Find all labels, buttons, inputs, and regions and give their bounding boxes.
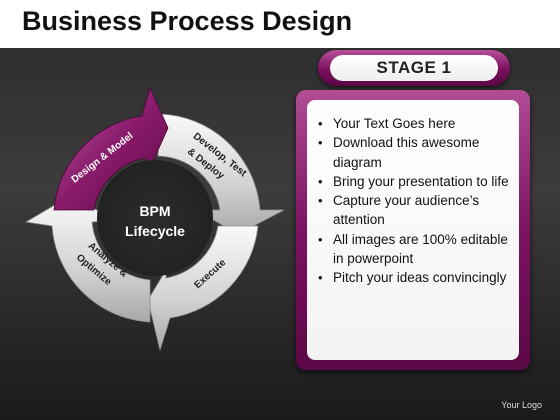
page-title: Business Process Design — [22, 6, 353, 36]
bullet-list: • Your Text Goes here • Download this awes… — [313, 114, 519, 288]
bullet-item: • Pitch your ideas convincingly — [313, 268, 519, 287]
cycle-center — [97, 160, 213, 276]
bpm-cycle-diagram: BPM Lifecycle Design & Model Develop, Te… — [24, 86, 285, 352]
bullet-item: • Your Text Goes here — [313, 114, 519, 133]
stage-label: STAGE 1 — [376, 58, 452, 77]
bullet-item: • Bring your presentation to life — [313, 172, 519, 191]
bullet-icon: • — [318, 193, 323, 209]
stage-badge-inner: STAGE 1 — [330, 55, 498, 81]
bullet-text: Download this awesome diagram — [333, 135, 480, 170]
bullet-text: Bring your presentation to life — [333, 173, 509, 189]
bullet-item: • Download this awesome diagram — [313, 133, 519, 172]
text-panel-body: • Your Text Goes here • Download this awes… — [307, 100, 519, 360]
center-label-line1: BPM — [139, 203, 170, 219]
bullet-icon: • — [318, 135, 323, 151]
bullet-item: • Capture your audience’s attention — [313, 191, 519, 230]
bullet-item: • All images are 100% editable in powerpo… — [313, 230, 519, 269]
bullet-icon: • — [318, 270, 323, 286]
bullet-icon: • — [318, 116, 323, 131]
bullet-icon: • — [318, 173, 323, 189]
segment-execute-arrow — [147, 225, 259, 352]
logo: Your Logo — [501, 400, 542, 410]
bullet-icon: • — [318, 231, 323, 247]
stage-badge: STAGE 1 — [318, 50, 510, 86]
bullet-text: Capture your audience’s attention — [333, 193, 480, 228]
segment-analyze-arrow — [24, 195, 151, 323]
bullet-text: All images are 100% editable in powerpoi… — [333, 231, 508, 267]
text-panel: • Your Text Goes here • Download this awes… — [296, 90, 530, 370]
segment-develop-arrow — [157, 113, 285, 235]
center-label-line2: Lifecycle — [125, 223, 185, 239]
bullet-text: Your Text Goes here — [333, 116, 456, 131]
bullet-text: Pitch your ideas convincingly — [333, 270, 507, 286]
title-bar: Business Process Design — [0, 0, 560, 48]
segment-design-arrow — [53, 86, 169, 211]
